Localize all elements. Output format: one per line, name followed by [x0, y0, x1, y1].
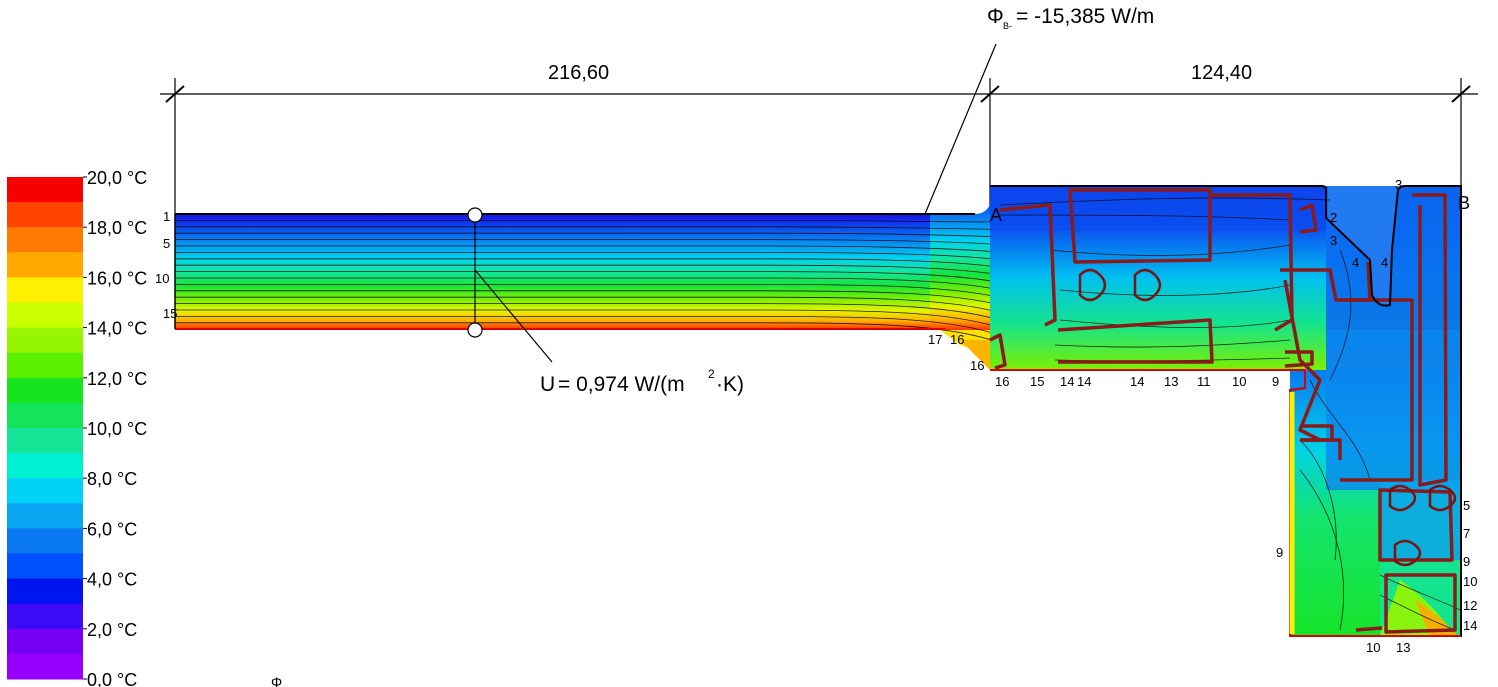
isotherm-number: 16: [995, 374, 1009, 389]
isotherm-line: [1054, 339, 1291, 348]
isotherm-number: 5: [1463, 498, 1470, 513]
isotherm-line: [1299, 439, 1337, 561]
isotherm-number: 13: [1164, 374, 1178, 389]
isotherm-number: 5: [163, 236, 170, 251]
legend-swatch: [7, 478, 83, 504]
isotherm-line: [999, 214, 1291, 221]
frame-isotherms: [999, 197, 1461, 631]
dimension-right-label: 124,40: [1191, 62, 1252, 84]
legend-swatch: [7, 578, 83, 605]
legend-swatch: [7, 327, 83, 354]
isotherm-number: 10: [1463, 574, 1477, 589]
u-value-marker: [467, 207, 553, 363]
u-tail: ·K): [716, 373, 744, 396]
isotherm-number: 2: [1330, 210, 1337, 225]
u-value-label: U = 0,974 W/(m 2 ·K): [540, 367, 744, 396]
legend-swatch: [7, 177, 83, 203]
isotherm-number: 4: [1352, 255, 1359, 270]
isotherm-number: 17: [928, 332, 942, 347]
legend-swatch: [7, 227, 83, 253]
legend-label: 12,0 °C: [87, 369, 147, 389]
isotherm-line: [1309, 379, 1371, 481]
isotherm-number: 7: [1463, 526, 1470, 541]
temperature-legend: 20,0 °C 18,0 °C 16,0 °C 14,0 °C 12,0 °C 10,0 …: [7, 168, 147, 687]
legend-label: 18,0 °C: [87, 218, 147, 238]
isotherm-number: 3: [1395, 177, 1402, 192]
isotherm-line: [1379, 594, 1456, 631]
legend-swatch: [7, 252, 83, 278]
isotherm-number: 9: [1272, 374, 1279, 389]
isotherm-number: 14: [1060, 374, 1074, 389]
isotherm-number: 15: [1030, 374, 1044, 389]
stray-phi-symbol: Φ: [271, 674, 282, 687]
isotherm-number: 9: [1276, 545, 1283, 560]
isotherm-line: [1059, 319, 1291, 328]
u-text: = 0,974 W/(m: [558, 373, 685, 396]
legend-swatch: [7, 277, 83, 303]
isotherm-number: 13: [1396, 640, 1410, 655]
legend-label: 10,0 °C: [87, 419, 147, 439]
glazing-beads: [1078, 268, 1457, 567]
legend-label: 2,0 °C: [87, 620, 137, 640]
legend-label: 6,0 °C: [87, 519, 137, 539]
isotherm-number: 16: [950, 332, 964, 347]
isotherm-number: 4: [1381, 255, 1388, 270]
isotherm-line: [1299, 469, 1344, 631]
legend-swatch: [7, 528, 83, 554]
legend-swatch: [7, 503, 83, 529]
legend-swatch: [7, 453, 83, 479]
isotherm-number: 10: [1366, 640, 1380, 655]
isotherm-number: 3: [1330, 233, 1337, 248]
legend-label: 20,0 °C: [87, 168, 147, 188]
flux-label: Φ B- = -15,385 W/m: [987, 5, 1154, 31]
legend-swatch: [7, 352, 83, 379]
legend-label: 0,0 °C: [87, 670, 137, 687]
legend-swatch: [7, 202, 83, 228]
legend-swatch: [7, 603, 83, 630]
isotherm-line: [1059, 284, 1291, 296]
isotherm-line: [999, 197, 1331, 206]
legend-label: 16,0 °C: [87, 268, 147, 288]
legend-label: 4,0 °C: [87, 570, 137, 590]
dimension-left-label: 216,60: [548, 62, 609, 84]
isotherm-line: [1329, 249, 1352, 381]
isotherm-number: 15: [163, 306, 177, 321]
u-symbol: U: [540, 373, 555, 396]
legend-label: 14,0 °C: [87, 319, 147, 339]
legend-swatch: [7, 628, 83, 655]
legend-swatch: [7, 302, 83, 329]
point-b-label: B: [1458, 193, 1470, 213]
isotherm-number: 11: [1197, 374, 1211, 389]
legend-swatch: [7, 428, 83, 454]
isotherm-number: 1: [163, 209, 170, 224]
isotherm-number: 12: [1463, 598, 1477, 613]
isotherm-number: 14: [1463, 618, 1477, 633]
interior-boundary-line: [990, 369, 1461, 637]
flux-leader-line: [924, 43, 997, 215]
isotherm-number: 10: [1232, 374, 1246, 389]
legend-swatch: [7, 377, 83, 404]
legend-label: 8,0 °C: [87, 469, 137, 489]
legend-swatch: [7, 553, 83, 580]
flux-subscript: B-: [1003, 21, 1012, 31]
isotherm-number: 9: [1463, 554, 1470, 569]
frame-outline: [990, 185, 1462, 637]
flux-symbol: Φ: [987, 5, 1004, 28]
isotherm-number: 10: [155, 271, 169, 286]
legend-swatch: [7, 402, 83, 429]
isotherm-number: 14: [1130, 374, 1144, 389]
isotherm-line: [1049, 244, 1291, 256]
u-superscript: 2: [708, 367, 715, 381]
legend-swatch: [7, 653, 83, 680]
isotherm-number: 14: [1077, 374, 1091, 389]
point-a-label: A: [990, 205, 1002, 225]
flux-text: = -15,385 W/m: [1016, 5, 1154, 28]
isotherm-number: 16: [970, 358, 984, 373]
